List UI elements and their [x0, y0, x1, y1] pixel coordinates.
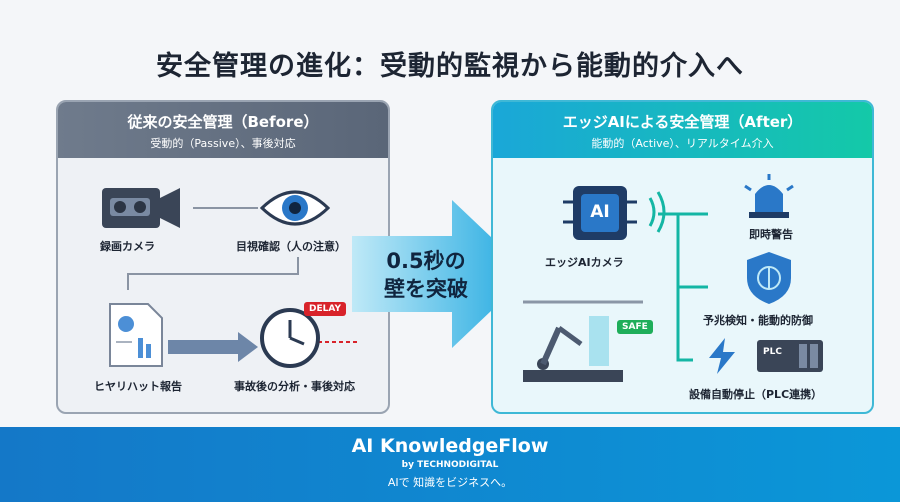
report-document-icon	[109, 303, 163, 367]
center-arrow-icon	[352, 200, 530, 348]
before-connectors	[127, 207, 358, 362]
robot-arm-icon	[523, 316, 623, 382]
before-subheading: 受動的（Passive）、事後対応	[150, 137, 296, 150]
footer-by: by TECHNODIGITAL	[401, 460, 499, 470]
eye-icon	[260, 190, 330, 226]
before-panel: 従来の安全管理（Before） 受動的（Passive）、事後対応 録画カメラ …	[56, 100, 390, 414]
shield-brain-icon	[747, 252, 791, 304]
before-camera-label: 録画カメラ	[100, 240, 155, 253]
arrow-line2: 壁を突破	[384, 277, 468, 301]
plc-label: PLC	[763, 347, 782, 357]
ai-chip-icon	[563, 186, 637, 240]
center-arrow-text: 0.5秒の 壁を突破	[366, 247, 486, 303]
footer-banner: AI KnowledgeFlow by TECHNODIGITAL AIで 知識…	[0, 427, 900, 502]
before-report-label: ヒヤリハット報告	[94, 380, 182, 393]
arrow-line1: 0.5秒の	[386, 249, 466, 273]
before-eye-label: 目視確認（人の注意）	[236, 240, 346, 253]
delay-badge: DELAY	[304, 302, 346, 316]
after-header: エッジAIによる安全管理（After） 能動的（Active）、リアルタイム介入	[493, 102, 872, 158]
plc-device-icon	[757, 340, 823, 372]
after-panel: エッジAIによる安全管理（After） 能動的（Active）、リアルタイム介入…	[491, 100, 874, 414]
footer-brand: AI KnowledgeFlow	[351, 435, 549, 457]
before-heading: 従来の安全管理（Before）	[127, 113, 319, 131]
ai-chip-label: AI	[590, 202, 610, 222]
lightning-bolt-icon	[709, 338, 735, 374]
siren-alarm-icon	[744, 174, 794, 218]
after-heading: エッジAIによる安全管理（After）	[562, 113, 803, 131]
safe-badge: SAFE	[617, 320, 653, 334]
clock-icon	[260, 308, 320, 368]
footer-tagline: AIで 知識をビジネスへ。	[387, 476, 513, 489]
before-clock-label: 事故後の分析・事後対応	[234, 380, 355, 393]
after-connectors	[523, 191, 708, 362]
after-subheading: 能動的（Active）、リアルタイム介入	[591, 137, 774, 150]
after-predict-label: 予兆検知・能動的防御	[703, 314, 813, 327]
before-header: 従来の安全管理（Before） 受動的（Passive）、事後対応	[58, 102, 388, 158]
page-title: 安全管理の進化：受動的監視から能動的介入へ	[156, 51, 744, 82]
after-camera-label: エッジAIカメラ	[545, 256, 624, 269]
after-stop-label: 設備自動停止（PLC連携）	[689, 388, 823, 401]
after-alarm-label: 即時警告	[749, 228, 793, 241]
video-camera-icon	[102, 188, 180, 228]
